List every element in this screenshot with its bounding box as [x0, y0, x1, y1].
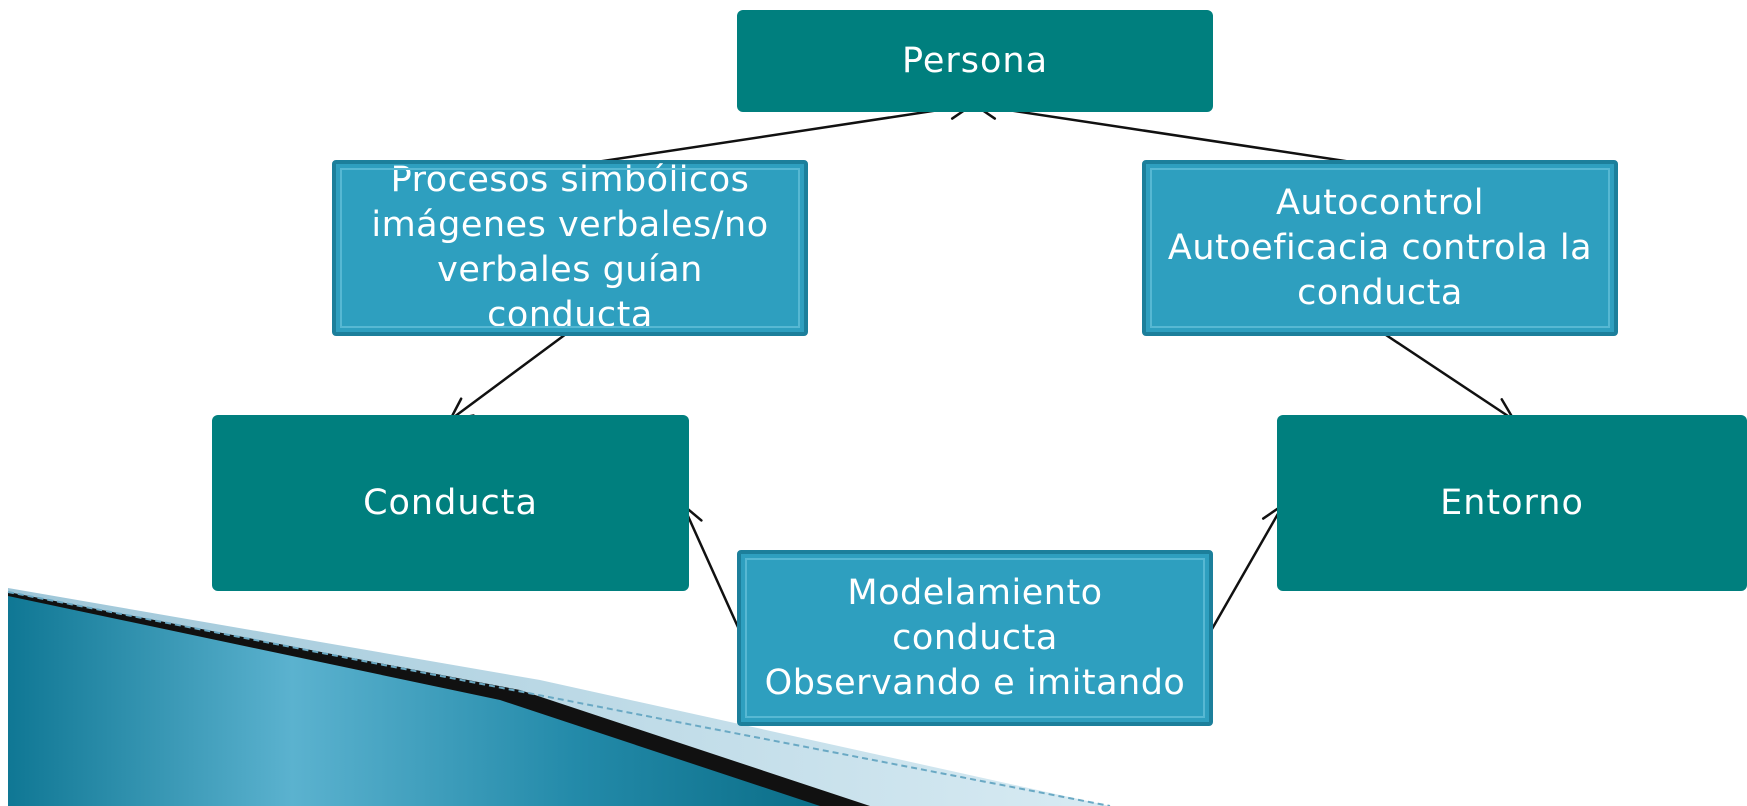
node-autocontrol-line-3: conducta: [1297, 272, 1463, 313]
node-entorno: Entorno: [1277, 415, 1747, 591]
node-entorno-label: Entorno: [1440, 483, 1584, 523]
node-modelamiento-line-2: conducta: [892, 617, 1058, 658]
node-modelamiento-line-3: Observando e imitando: [764, 662, 1186, 703]
node-autocontrol-line-1: Autocontrol: [1275, 182, 1485, 223]
node-procesos-line-4: conducta: [487, 295, 653, 335]
arrow-autocontrol-to-persona: [973, 103, 1380, 168]
node-persona-label: Persona: [901, 41, 1049, 81]
arrow-modelamiento-to-entorno: [1206, 503, 1285, 638]
node-modelamiento-line-1: Modelamiento: [847, 572, 1103, 613]
node-procesos-simbolicos: Procesos simbólicos imágenes verbales/no…: [332, 160, 808, 336]
node-persona: Persona: [737, 10, 1213, 112]
arrow-modelamiento-to-conducta: [681, 503, 744, 638]
arrow-procesos-to-conducta: [448, 329, 572, 422]
node-conducta-label: Conducta: [363, 483, 538, 523]
arrow-procesos-to-persona: [568, 103, 974, 168]
node-autocontrol-line-2: Autoeficacia controla la: [1167, 227, 1593, 268]
node-procesos-line-2: imágenes verbales/no: [371, 205, 769, 245]
node-conducta: Conducta: [212, 415, 689, 591]
node-modelamiento: Modelamiento conducta Observando e imita…: [737, 550, 1213, 726]
node-procesos-line-3: verbales guían: [437, 250, 703, 290]
node-procesos-line-1: Procesos simbólicos: [390, 160, 750, 200]
node-autocontrol: Autocontrol Autoeficacia controla la con…: [1142, 160, 1618, 336]
arrow-autocontrol-to-entorno: [1378, 329, 1516, 422]
